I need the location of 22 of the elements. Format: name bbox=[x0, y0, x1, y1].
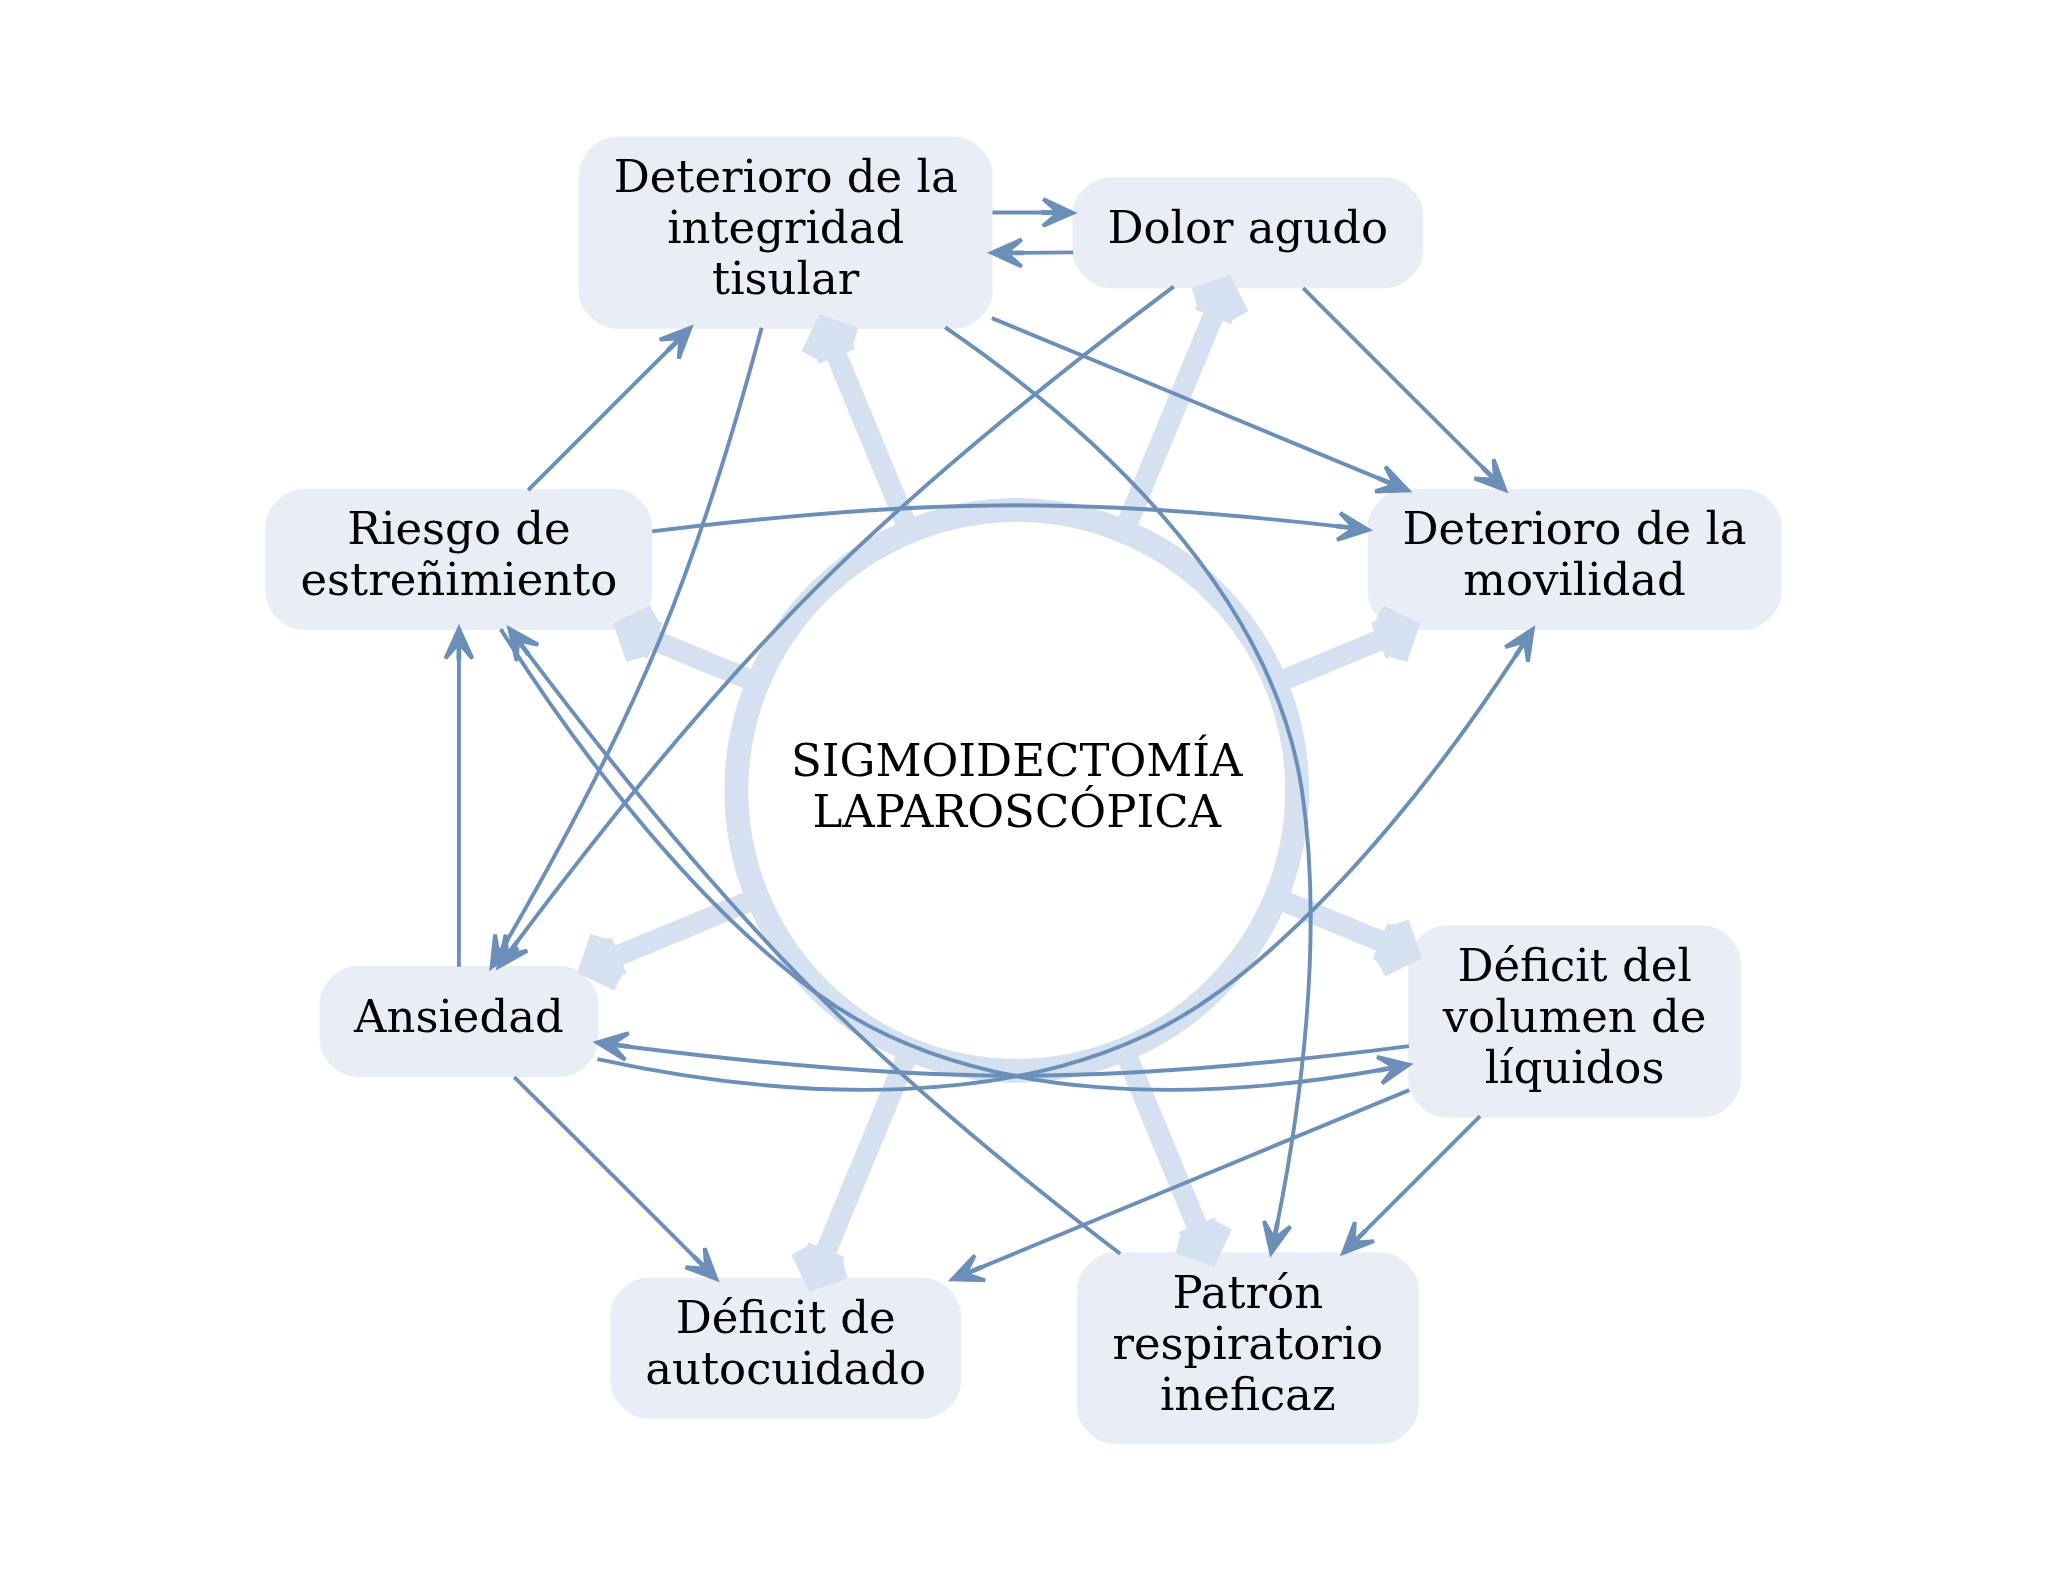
node-box: Deterioro de la movilidad bbox=[1367, 488, 1781, 630]
arrow bbox=[512, 1075, 718, 1281]
node-box: Ansiedad bbox=[318, 966, 598, 1078]
arrow bbox=[989, 237, 1073, 269]
arrow bbox=[1340, 1114, 1481, 1255]
node-box: Riesgo de estreñimiento bbox=[265, 488, 652, 630]
arrow bbox=[990, 316, 1410, 494]
node-box: Déficit del volumen de líquidos bbox=[1407, 925, 1741, 1118]
arrow bbox=[506, 626, 1121, 1256]
node-box: Dolor agudo bbox=[1071, 177, 1423, 289]
arrow bbox=[949, 1088, 1410, 1283]
node-circle: SIGMOIDECTOMÍA LAPAROSCÓPICA bbox=[723, 498, 1309, 1083]
arrow bbox=[594, 1031, 1409, 1078]
node-box: Patrón respiratorio ineficaz bbox=[1076, 1252, 1419, 1445]
arrow bbox=[442, 626, 474, 967]
arrow bbox=[651, 503, 1370, 542]
node-box: Deterioro de la integridad tisular bbox=[578, 136, 993, 329]
arrow bbox=[991, 197, 1075, 228]
arrow bbox=[943, 325, 1312, 1256]
node-box: Déficit de autocuidado bbox=[609, 1277, 961, 1419]
arrow bbox=[1301, 286, 1507, 493]
arrow bbox=[526, 325, 692, 492]
